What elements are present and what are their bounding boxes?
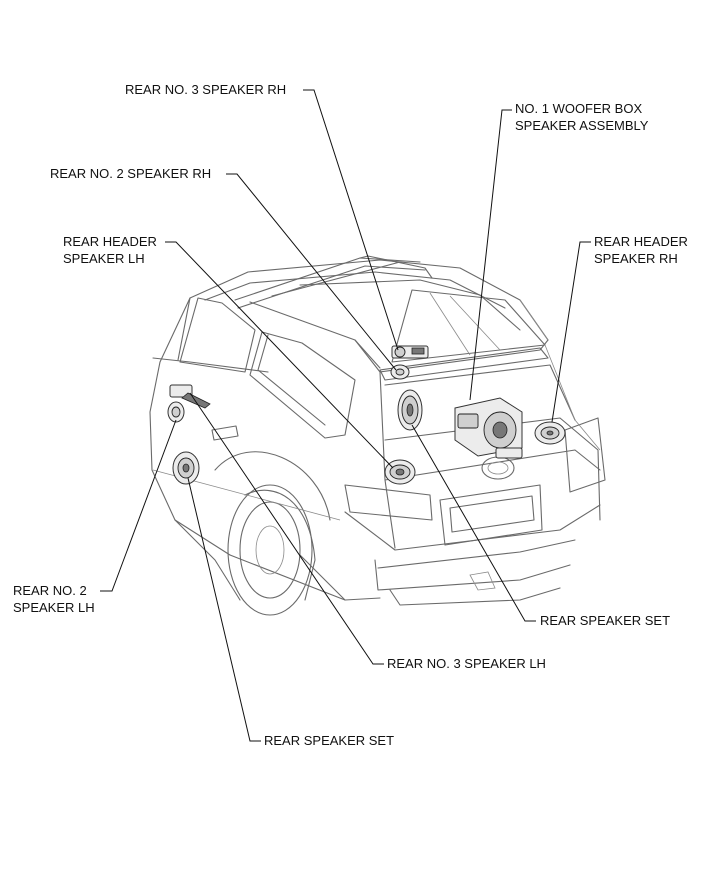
rear-speaker-set-lh-part (172, 451, 200, 485)
speaker-parts (167, 345, 566, 485)
label-rear-header-speaker-lh-line1: REAR HEADER (63, 234, 157, 249)
leader-rear-header-rh (551, 241, 591, 423)
label-rear-header-speaker-rh-line2: SPEAKER RH (594, 251, 678, 266)
rear-header-speaker-lh-part (384, 459, 416, 485)
leader-rear-speaker-set-left (187, 477, 261, 742)
leader-rear-no3-speaker-rh (303, 89, 399, 351)
label-rear-no3-speaker-lh: REAR NO. 3 SPEAKER LH (387, 656, 546, 671)
label-rear-no3-speaker-rh: REAR NO. 3 SPEAKER RH (125, 82, 286, 97)
rear-no3-speaker-rh-part (391, 345, 429, 359)
rear-speaker-set-rh-part (397, 389, 423, 431)
leader-rear-no3-speaker-lh (189, 392, 384, 665)
rear-no2-speaker-lh-part (167, 401, 185, 423)
label-rear-header-speaker-lh-line2: SPEAKER LH (63, 251, 145, 266)
label-rear-header-speaker-rh-line1: REAR HEADER (594, 234, 688, 249)
label-rear-speaker-set-left: REAR SPEAKER SET (264, 733, 394, 748)
leader-rear-speaker-set-right (411, 424, 536, 622)
leader-rear-no2-speaker-rh (226, 173, 397, 371)
label-rear-speaker-set-right: REAR SPEAKER SET (540, 613, 670, 628)
label-rear-no2-speaker-lh-line2: SPEAKER LH (13, 600, 95, 615)
label-woofer-box-line2: SPEAKER ASSEMBLY (515, 118, 649, 133)
woofer-box-part (454, 397, 523, 459)
label-rear-no2-speaker-lh-line1: REAR NO. 2 (13, 583, 87, 598)
rear-header-speaker-rh-part (534, 421, 566, 445)
label-rear-no2-speaker-rh: REAR NO. 2 SPEAKER RH (50, 166, 211, 181)
label-woofer-box-line1: NO. 1 WOOFER BOX (515, 101, 642, 116)
rear-no2-speaker-rh-part (390, 364, 410, 380)
leader-rear-no2-speaker-lh (100, 419, 177, 592)
leader-lines (100, 89, 591, 742)
leader-rear-header-lh (165, 241, 394, 469)
labels: REAR NO. 3 SPEAKER RH NO. 1 WOOFER BOX S… (13, 82, 688, 748)
vehicle-outline (149, 255, 606, 616)
leader-woofer-box (469, 109, 512, 401)
